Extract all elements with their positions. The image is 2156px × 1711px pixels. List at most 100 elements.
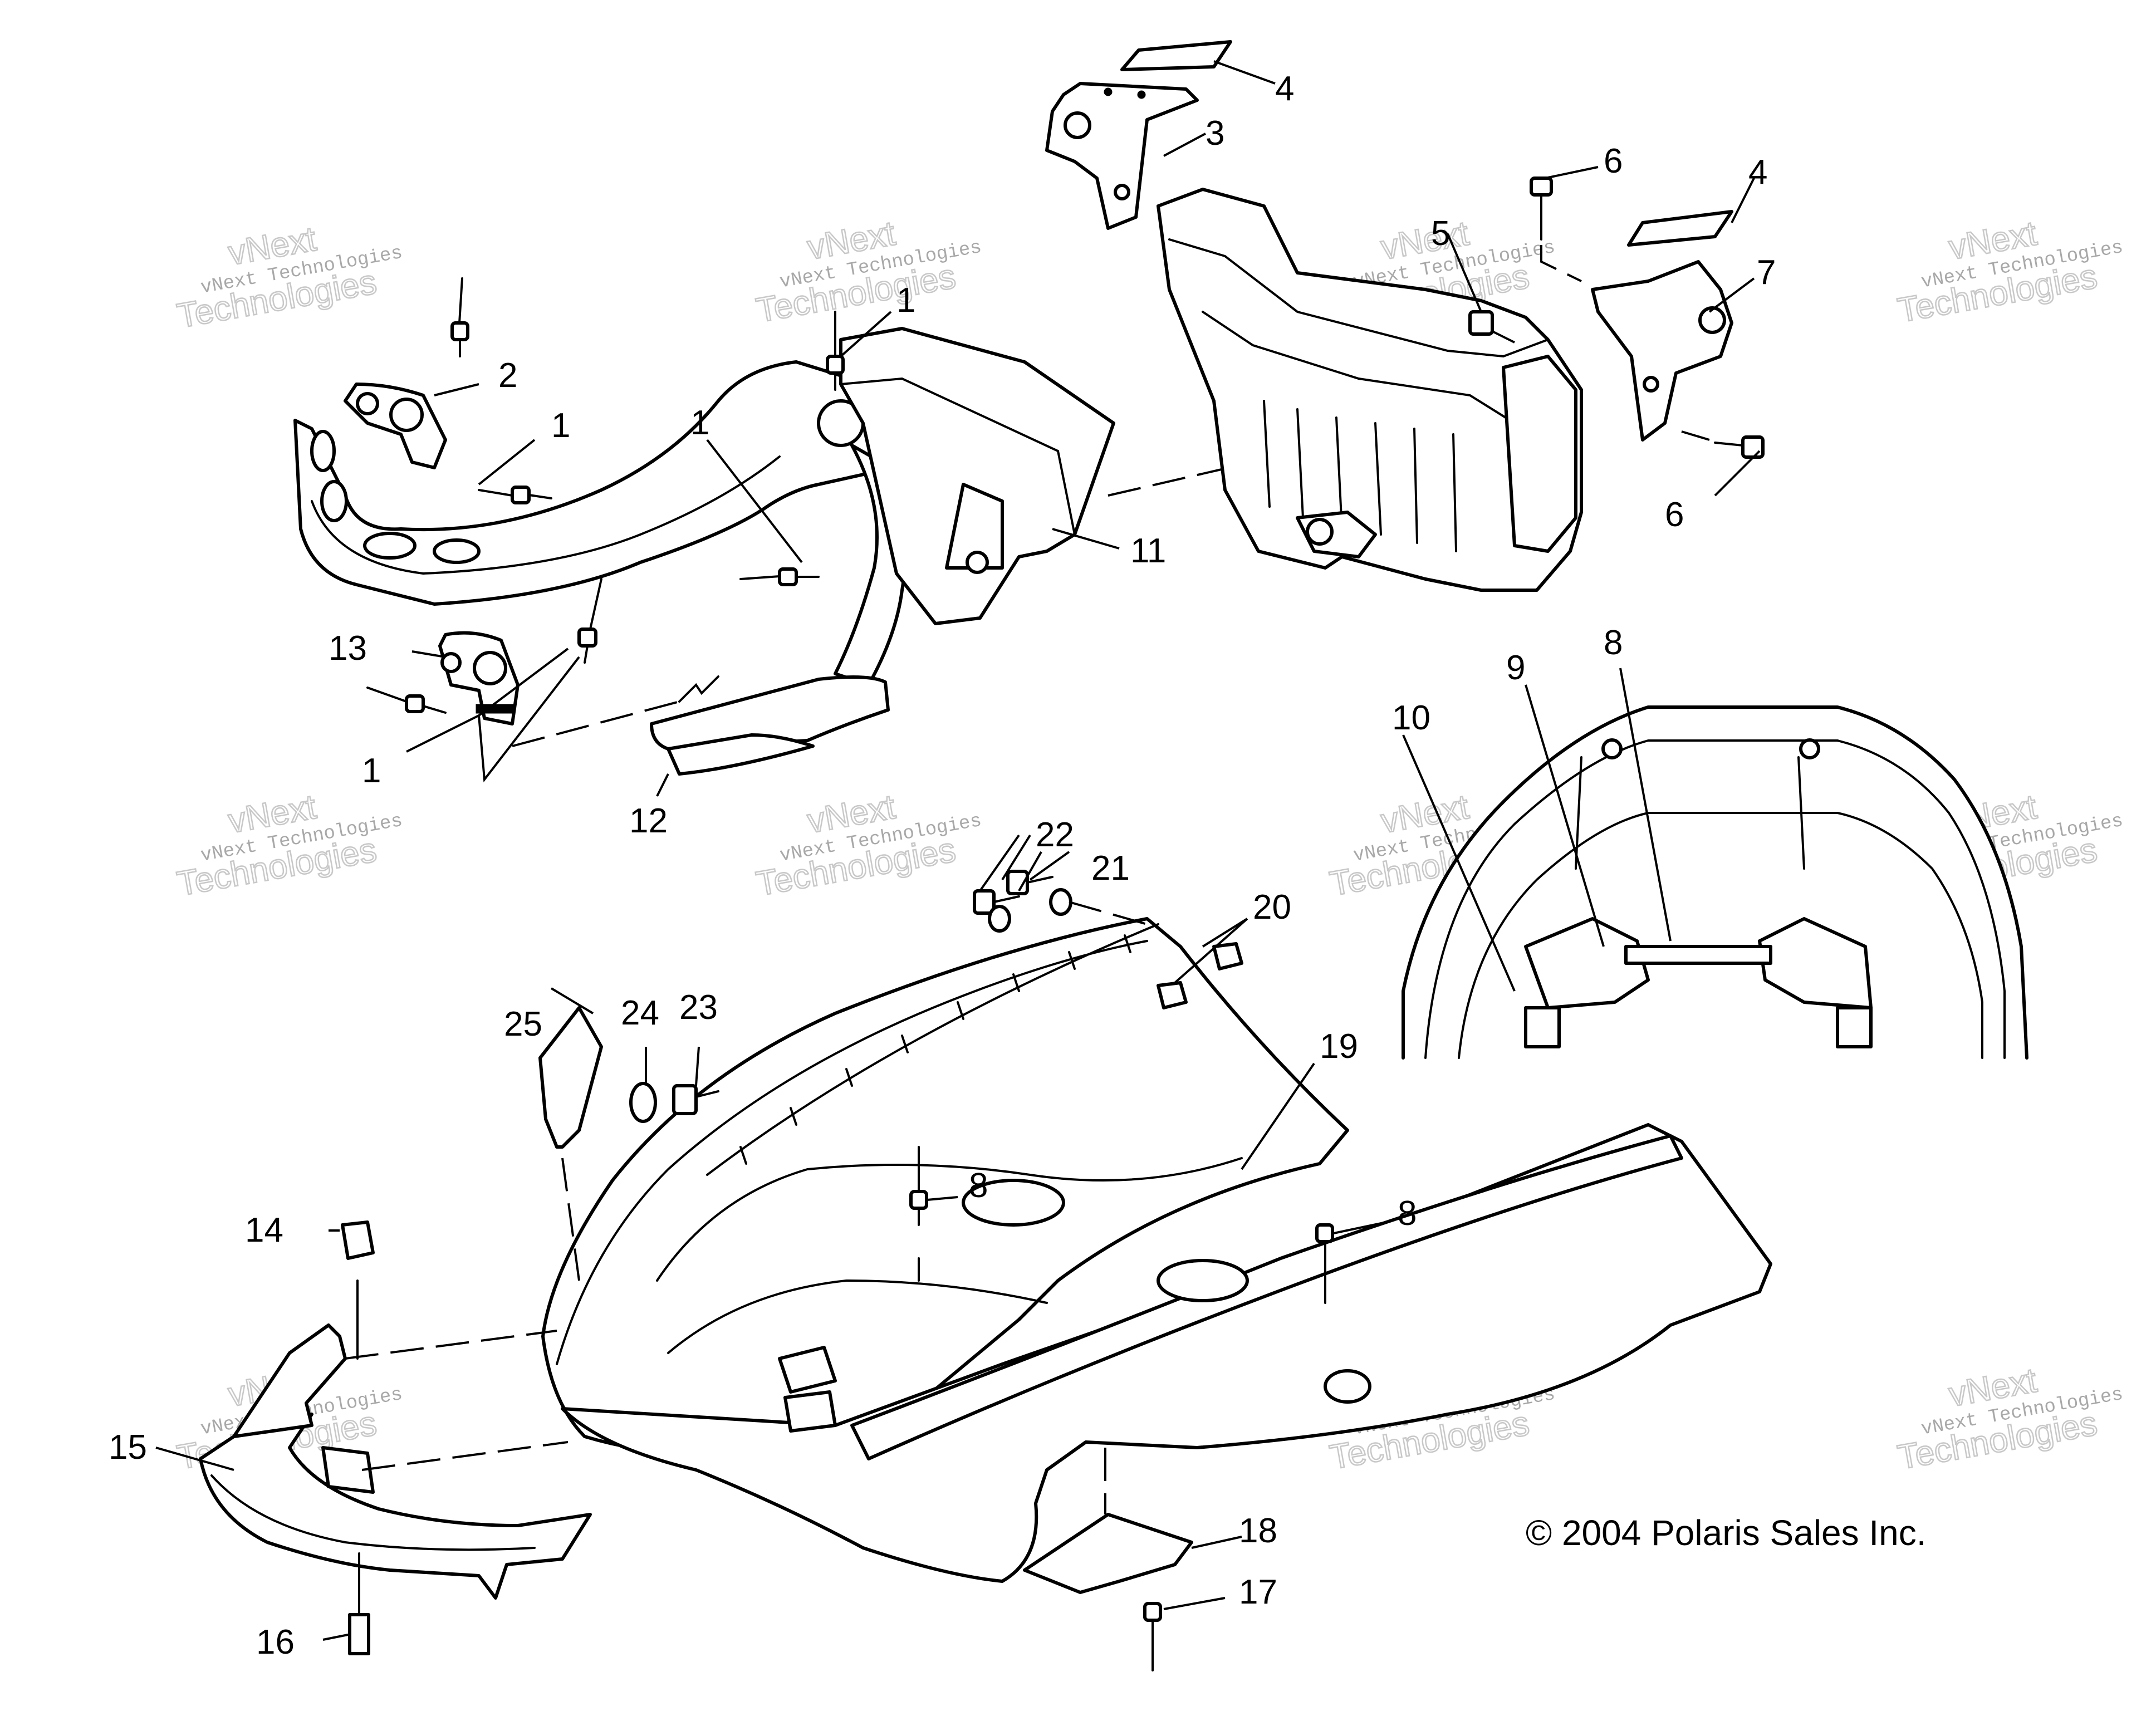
rear-bulkhead-edge bbox=[1202, 311, 1516, 424]
watermark: vNext vNext Technologies Technologies bbox=[1894, 213, 2125, 331]
bolt bbox=[1530, 177, 1582, 282]
inset-center-bar bbox=[1624, 945, 1772, 965]
bottom-skid-plate bbox=[1023, 1513, 1193, 1594]
bumper-tab bbox=[321, 1446, 375, 1494]
rivet bbox=[478, 486, 552, 504]
callout-1-top: 1 bbox=[896, 281, 915, 320]
flange-tab bbox=[790, 1107, 797, 1126]
side-pad bbox=[1627, 210, 1733, 247]
rivet bbox=[909, 1146, 928, 1282]
rivet bbox=[450, 277, 469, 357]
rear-bulkhead-rib bbox=[1374, 422, 1382, 536]
left-mount-bracket-hole bbox=[1104, 87, 1113, 96]
watermark: vNext vNext Technologies Technologies bbox=[1894, 1360, 2125, 1478]
callout-8-hood-right: 8 bbox=[1398, 1194, 1417, 1233]
bolt bbox=[1006, 870, 1054, 895]
rivet bbox=[577, 578, 602, 664]
inset-rib bbox=[1575, 756, 1582, 870]
front-bulkhead-hole bbox=[966, 551, 989, 574]
callout-16: 16 bbox=[256, 1623, 295, 1661]
flange-tab bbox=[957, 1001, 964, 1020]
inset-top-boss bbox=[1601, 738, 1623, 759]
rear-bulkhead-rib bbox=[1413, 428, 1418, 544]
front-bulkhead-edge bbox=[840, 377, 1076, 536]
callout-11: 11 bbox=[1130, 532, 1166, 570]
callout-22: 22 bbox=[1036, 816, 1074, 854]
rivet bbox=[366, 687, 447, 714]
frame-edge bbox=[311, 455, 781, 575]
flange-tab bbox=[845, 1068, 853, 1087]
callout-8-hood-left: 8 bbox=[969, 1166, 988, 1205]
washer bbox=[629, 1082, 657, 1123]
callout-25: 25 bbox=[504, 1005, 542, 1043]
copyright-notice: © 2004 Polaris Sales Inc. bbox=[1526, 1513, 1927, 1553]
callout-17: 17 bbox=[1239, 1573, 1277, 1611]
flange-tab bbox=[1124, 934, 1131, 953]
callout-labels: 4 3 4 6 5 7 6 11 2 1 1 1 13 1 12 10 9 8 … bbox=[109, 70, 1776, 1661]
rear-bulkhead-edge bbox=[1168, 238, 1549, 358]
flange-tab bbox=[739, 1146, 747, 1165]
bumper-nut bbox=[341, 1220, 375, 1260]
callout-4-top: 4 bbox=[1275, 70, 1294, 108]
callout-13: 13 bbox=[329, 629, 367, 668]
dashed-connection bbox=[561, 1158, 580, 1281]
dashed-connection bbox=[1069, 901, 1148, 925]
callout-2: 2 bbox=[498, 356, 517, 395]
bolt bbox=[1681, 430, 1765, 459]
right-mount-bracket-hole bbox=[1698, 306, 1726, 334]
right-mount-bracket bbox=[1591, 260, 1733, 442]
frame-hole bbox=[363, 532, 416, 560]
hex-nut bbox=[1212, 942, 1243, 970]
flange-tab bbox=[901, 1035, 909, 1053]
inset-view bbox=[1402, 705, 2028, 1060]
dashed-connection bbox=[361, 1441, 569, 1471]
callout-9: 9 bbox=[1506, 649, 1525, 687]
watermark: vNext vNext Technologies Technologies bbox=[174, 787, 404, 904]
callout-5: 5 bbox=[1431, 214, 1450, 253]
frame-hole bbox=[433, 538, 481, 564]
hood-opening bbox=[1324, 1369, 1371, 1404]
hood-inner-contour bbox=[656, 1157, 1243, 1282]
inset-right-bracket bbox=[1836, 1006, 1873, 1048]
callout-14: 14 bbox=[245, 1211, 283, 1249]
flange-tab bbox=[1068, 951, 1076, 970]
bumper-mount bbox=[232, 1323, 347, 1438]
callout-8-inset: 8 bbox=[1604, 624, 1623, 662]
hood-side-rail bbox=[850, 1134, 1683, 1460]
nosepan-lower bbox=[561, 1123, 1772, 1583]
callout-1-upper-left: 1 bbox=[551, 406, 570, 445]
left-mount-bracket-hole bbox=[1137, 90, 1146, 99]
upper-bracket-hole bbox=[389, 398, 424, 432]
inset-left-bracket bbox=[1524, 1006, 1561, 1048]
watermark: vNext vNext Technologies Technologies bbox=[753, 213, 983, 331]
rear-bulkhead-rib bbox=[1335, 416, 1343, 530]
front-frame-assembly bbox=[293, 277, 1253, 776]
callout-10: 10 bbox=[1392, 699, 1430, 737]
hood-opening bbox=[962, 1179, 1065, 1227]
rear-bulkhead-end bbox=[1502, 355, 1577, 553]
hood-inner-bracket bbox=[783, 1390, 837, 1433]
hood-inner-bracket bbox=[778, 1346, 837, 1394]
callout-3: 3 bbox=[1206, 114, 1224, 153]
callout-4-side: 4 bbox=[1748, 153, 1767, 192]
dashed-connection bbox=[512, 700, 680, 747]
rear-bulkhead-rib bbox=[1452, 433, 1457, 552]
bolt bbox=[973, 889, 1020, 915]
callout-6-side: 6 bbox=[1665, 496, 1684, 534]
callout-6-top: 6 bbox=[1604, 142, 1623, 180]
washer bbox=[988, 905, 1011, 933]
right-mount-bracket-hole bbox=[1643, 376, 1659, 393]
rear-bulkhead-hole bbox=[1306, 518, 1334, 546]
leader-lines bbox=[155, 60, 1761, 1641]
dashed-connection bbox=[345, 1330, 557, 1360]
callout-19: 19 bbox=[1320, 1027, 1358, 1066]
hex-nut bbox=[1468, 310, 1494, 336]
rear-bulkhead-rib bbox=[1263, 400, 1271, 508]
bumper-edge bbox=[210, 1474, 536, 1551]
lower-bracket-hole bbox=[440, 652, 462, 673]
callout-18: 18 bbox=[1239, 1512, 1277, 1550]
nosepan-assembly bbox=[199, 870, 1772, 1671]
rivet bbox=[826, 311, 845, 391]
hood-flange bbox=[706, 923, 1159, 1176]
